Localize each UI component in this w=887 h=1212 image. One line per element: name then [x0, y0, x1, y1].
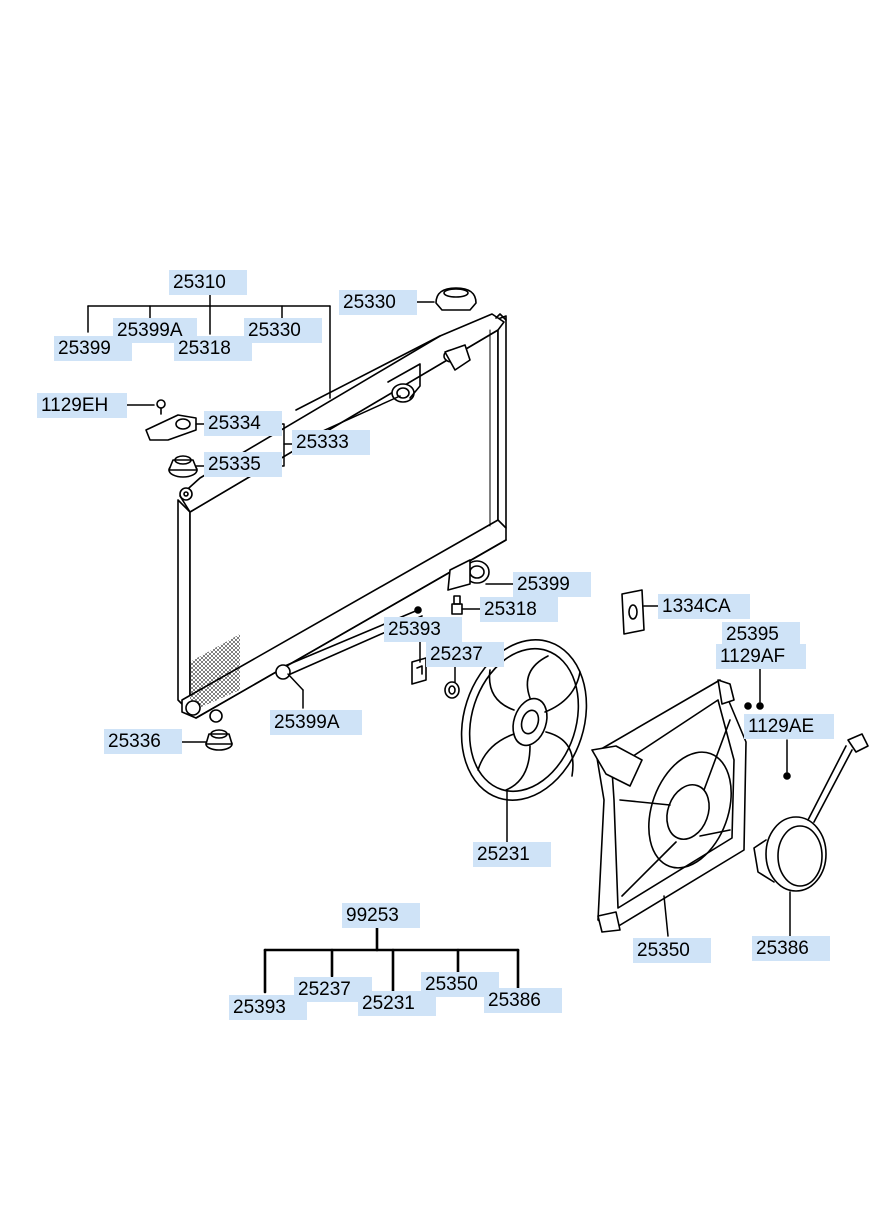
label-25318-plug[interactable]: 25318	[480, 597, 558, 622]
label-25318-top[interactable]: 25318	[174, 336, 252, 361]
insulator-upper	[168, 455, 198, 478]
label-1129af[interactable]: 1129AF	[716, 644, 806, 669]
label-1129ae[interactable]: 1129AE	[744, 714, 834, 739]
label-25399a-hose[interactable]: 25399A	[270, 710, 362, 735]
clip-1334ca	[621, 589, 645, 635]
label-25350[interactable]: 25350	[633, 938, 711, 963]
label-25310-group[interactable]: 25310	[169, 270, 247, 295]
label-25231[interactable]: 25231	[473, 842, 551, 867]
label-25393[interactable]: 25393	[384, 617, 462, 642]
hose-clip	[411, 657, 427, 685]
label-1334ca[interactable]: 1334CA	[658, 594, 750, 619]
bracket-25334	[145, 414, 197, 441]
label-25334[interactable]: 25334	[204, 411, 282, 436]
label-25335[interactable]: 25335	[204, 452, 282, 477]
bolt-1129eh	[156, 399, 166, 415]
label-25399-drain[interactable]: 25399	[513, 572, 591, 597]
fan-shroud	[591, 679, 747, 933]
label-25330-top[interactable]: 25330	[244, 318, 322, 343]
screws	[744, 702, 791, 780]
label-25399-top[interactable]: 25399	[54, 336, 132, 361]
label-99253-group[interactable]: 99253	[342, 903, 420, 928]
fan-blade	[460, 639, 588, 801]
kit-tree-lines	[263, 926, 520, 994]
radiator	[177, 313, 507, 723]
label-25386[interactable]: 25386	[752, 936, 830, 961]
plug-25318	[451, 595, 463, 615]
radiator-cap	[435, 287, 477, 311]
label-25237[interactable]: 25237	[426, 642, 504, 667]
label-25336[interactable]: 25336	[104, 729, 182, 754]
label-25395[interactable]: 25395	[722, 622, 800, 647]
insulator-lower	[205, 729, 233, 751]
label-25333[interactable]: 25333	[292, 430, 370, 455]
label-25330-cap[interactable]: 25330	[339, 290, 417, 315]
fan-motor	[753, 733, 869, 892]
nut-25237	[444, 681, 460, 699]
label-25386-kit[interactable]: 25386	[484, 988, 562, 1013]
label-1129eh[interactable]: 1129EH	[37, 393, 127, 418]
